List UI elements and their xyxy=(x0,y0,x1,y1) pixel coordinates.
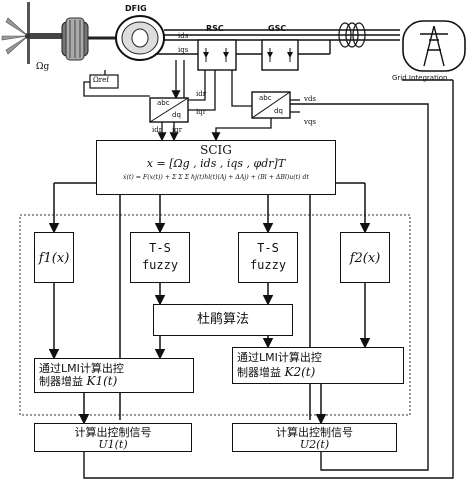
abc-dq-transform-1 xyxy=(149,97,189,123)
lmi2-line1: 通过LMI计算出控 xyxy=(237,351,322,364)
signal-wires xyxy=(83,60,300,142)
scig-block: SCIG x = [Ωg , ids , iqs , φdr]T ẋ(t) = … xyxy=(96,140,336,195)
lmi2-line2: 制器增益 xyxy=(237,366,281,379)
lmi1-line2: 制器增益 xyxy=(39,375,83,388)
dq-label-1: dq xyxy=(172,111,181,119)
rsc-label: RSC xyxy=(206,24,224,33)
abc-dq-transform-2 xyxy=(251,91,291,119)
lmi-gain-block-1: 通过LMI计算出控 制器增益 K1(t) xyxy=(34,358,194,393)
abc-label-1: abc xyxy=(157,99,170,107)
scig-state-vector: x = [Ωg , ids , iqs , φdr]T xyxy=(146,157,286,170)
sig2-text: 计算出控制信号 xyxy=(276,426,353,439)
transformer-icon xyxy=(338,22,366,48)
scig-title: SCIG xyxy=(200,143,232,157)
iqr-out-label: iqr xyxy=(172,126,183,134)
generator-icon xyxy=(115,15,165,61)
feedback-line-2 xyxy=(83,80,454,479)
rsc-converter xyxy=(197,39,237,71)
iqs-label: iqs xyxy=(178,46,189,54)
controller-boundary xyxy=(19,214,411,416)
grid-integration-label: Grid Integration xyxy=(392,74,448,82)
dq-label-2: dq xyxy=(274,107,283,115)
cuckoo-algorithm-block: 杜鹃算法 xyxy=(153,304,293,336)
sig1-text: 计算出控制信号 xyxy=(74,426,152,439)
feedback-line xyxy=(290,103,429,471)
wind-turbine-icon xyxy=(1,2,62,64)
ts-fuzzy-block-1: T-S fuzzy xyxy=(130,232,190,283)
lmi1-gain: K1(t) xyxy=(86,374,118,388)
scig-equation: ẋ(t) = F(x(t)) + Σ Σ Σ hj(t)hl(t)(Aj + Δ… xyxy=(123,174,309,181)
dfig-label: DFIG xyxy=(125,4,147,13)
vds-label: vds xyxy=(304,95,317,103)
idr-label: idr xyxy=(196,90,207,98)
vqs-label: vqs xyxy=(304,118,317,126)
control-signal-block-2: 计算出控制信号 U2(t) xyxy=(232,423,397,452)
sig1-var: U1(t) xyxy=(98,438,128,451)
gsc-converter xyxy=(261,39,299,71)
grid-tower-icon xyxy=(402,20,466,72)
lmi2-gain: K2(t) xyxy=(284,365,316,379)
iqr-label: iqr xyxy=(196,108,207,116)
sig2-var: U2(t) xyxy=(299,438,330,451)
abc-label-2: abc xyxy=(259,94,272,102)
f1-block: f1(x) xyxy=(34,232,74,283)
lmi-gain-block-2: 通过LMI计算出控 制器增益 K2(t) xyxy=(232,347,404,384)
control-signal-block-1: 计算出控制信号 U1(t) xyxy=(34,423,192,452)
ids-label: ids xyxy=(178,32,189,40)
gsc-label: GSC xyxy=(268,24,287,33)
lmi1-line1: 通过LMI计算出控 xyxy=(39,362,124,375)
ts-fuzzy-block-2: T-S fuzzy xyxy=(238,232,298,283)
gearbox-icon xyxy=(61,17,116,61)
omega-ref-label: Ωref xyxy=(93,76,109,84)
idr-out-label: idr xyxy=(152,126,163,134)
omega-g-label: Ωg xyxy=(36,62,50,72)
f2-block: f2(x) xyxy=(340,232,390,283)
